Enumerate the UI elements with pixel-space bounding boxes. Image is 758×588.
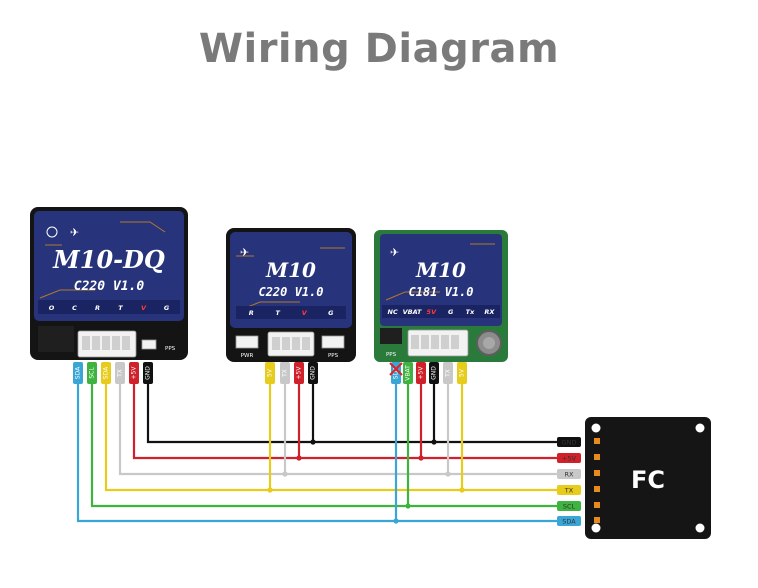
flight-controller: FC GND +5V RX TX SCL SDA [557, 417, 711, 539]
pad-label: G [448, 308, 454, 316]
pin-tag [115, 362, 125, 384]
pad-label: Tx [466, 308, 475, 316]
module-3-pin-labels: SDA VBAT +5V GND TX 5V [391, 362, 467, 384]
fc-pin-tag [557, 485, 581, 495]
module-3-pad-strip: NC VBAT 5V G Tx RX [388, 308, 496, 316]
pin-label: SDA [75, 366, 82, 379]
module-3-satellite-icon: ✈ [390, 246, 399, 259]
pin-label: +5V [418, 366, 425, 380]
wire-m1-5v [132, 384, 562, 460]
pin-tag [429, 362, 439, 384]
pad-label: V [302, 309, 308, 317]
pad-label: 5V [427, 308, 438, 316]
module-1-pps-label: PPS [165, 346, 176, 352]
pin-tag [73, 362, 83, 384]
pad-label: V [141, 304, 147, 312]
pad-label: G [164, 304, 170, 312]
pad-label: NC [388, 308, 398, 316]
wire-m1-gnd [146, 384, 562, 444]
pad-label: G [328, 309, 334, 317]
pin-tag [101, 362, 111, 384]
module-2-pps-label: PPS [328, 353, 339, 359]
pin-label: +5V [131, 366, 138, 380]
pin-label: SDA [103, 366, 110, 379]
pin-tag [129, 362, 139, 384]
module-1-name: M10-DQ [52, 245, 165, 274]
module-3-version: C181 V1.0 [408, 285, 473, 299]
page-title: Wiring Diagram [198, 26, 560, 72]
pad-label: C [72, 304, 77, 312]
pin-tag [403, 362, 413, 384]
module-1-pin-labels: SDA SCL SDA TX +5V GND [73, 362, 153, 384]
compass-icon [46, 226, 58, 238]
pin-label: +5V [296, 366, 303, 380]
pin-tag [308, 362, 318, 384]
fc-pin-label: GND [562, 438, 577, 446]
fc-pin-tag [557, 516, 581, 526]
pin-tag [143, 362, 153, 384]
wire-m1-rx [118, 384, 562, 476]
fc-pin-tag [557, 437, 581, 447]
fc-pin-label: +5V [562, 454, 577, 462]
pin-tag [294, 362, 304, 384]
pin-tag [87, 362, 97, 384]
module-m10-c181: ✈ M10 C181 V1.0 NC VBAT 5V G Tx RX PPS SDA VBA… [374, 230, 508, 384]
pin-label: 5V [459, 368, 466, 377]
pin-label: VBAT [405, 365, 412, 381]
wire-m1-sda [76, 384, 562, 523]
pad-label: T [276, 309, 281, 317]
pin-tag [280, 362, 290, 384]
module-2-pin-labels: 5V TX +5V GND [265, 362, 318, 384]
pad-label: R [249, 309, 254, 317]
fc-pin-tag [557, 469, 581, 479]
fc-pin-label: RX [565, 470, 575, 478]
module-2-pwr-label: PWR [241, 353, 254, 359]
module-2-version: C220 V1.0 [258, 285, 323, 299]
pin-tag [416, 362, 426, 384]
not-connected-x-icon [389, 362, 403, 376]
pin-label: GND [310, 366, 317, 380]
pin-label: TX [445, 369, 452, 378]
wires [76, 384, 562, 523]
module-2-satellite-icon: ✈ [240, 246, 249, 259]
pad-label: O [49, 304, 55, 312]
fc-pin-labels: GND +5V RX TX SCL SDA [557, 437, 581, 526]
pin-tag [457, 362, 467, 384]
wire-m1-tx [104, 384, 562, 492]
module-m10-dq: ✈ M10-DQ C220 V1.0 O C R T V G PPS SDA SCL SDA T… [30, 207, 188, 384]
module-1-version: C220 V1.0 [74, 279, 145, 294]
pin-label: SCL [89, 367, 96, 379]
pad-label: RX [484, 308, 495, 316]
module-3-name: M10 [415, 258, 466, 282]
junction-dots [267, 439, 465, 524]
pad-label: VBAT [403, 308, 422, 316]
module-m10-c220: ✈ M10 C220 V1.0 R T V G PWR PPS 5V TX +5V GND [226, 228, 356, 384]
fc-pin-tag [557, 501, 581, 511]
wire-m1-scl [90, 384, 562, 508]
fc-pin-label: SDA [562, 517, 576, 525]
pin-label: SDA [393, 366, 400, 379]
fc-pin-tag [557, 453, 581, 463]
pin-label: TX [282, 369, 289, 378]
pin-label: TX [117, 369, 124, 378]
fc-pin-label: TX [564, 486, 574, 494]
pin-tag [443, 362, 453, 384]
pin-label: 5V [267, 368, 274, 377]
module-2-name: M10 [265, 258, 316, 282]
module-3-pps-label: PPS [386, 352, 397, 358]
pin-label: GND [145, 366, 152, 380]
pin-label: GND [431, 366, 438, 380]
pad-label: R [95, 304, 100, 312]
fc-label: FC [631, 466, 665, 494]
pad-label: T [118, 304, 123, 312]
pin-tag [265, 362, 275, 384]
fc-pin-label: SCL [563, 502, 576, 510]
satellite-icon: ✈ [70, 226, 79, 239]
